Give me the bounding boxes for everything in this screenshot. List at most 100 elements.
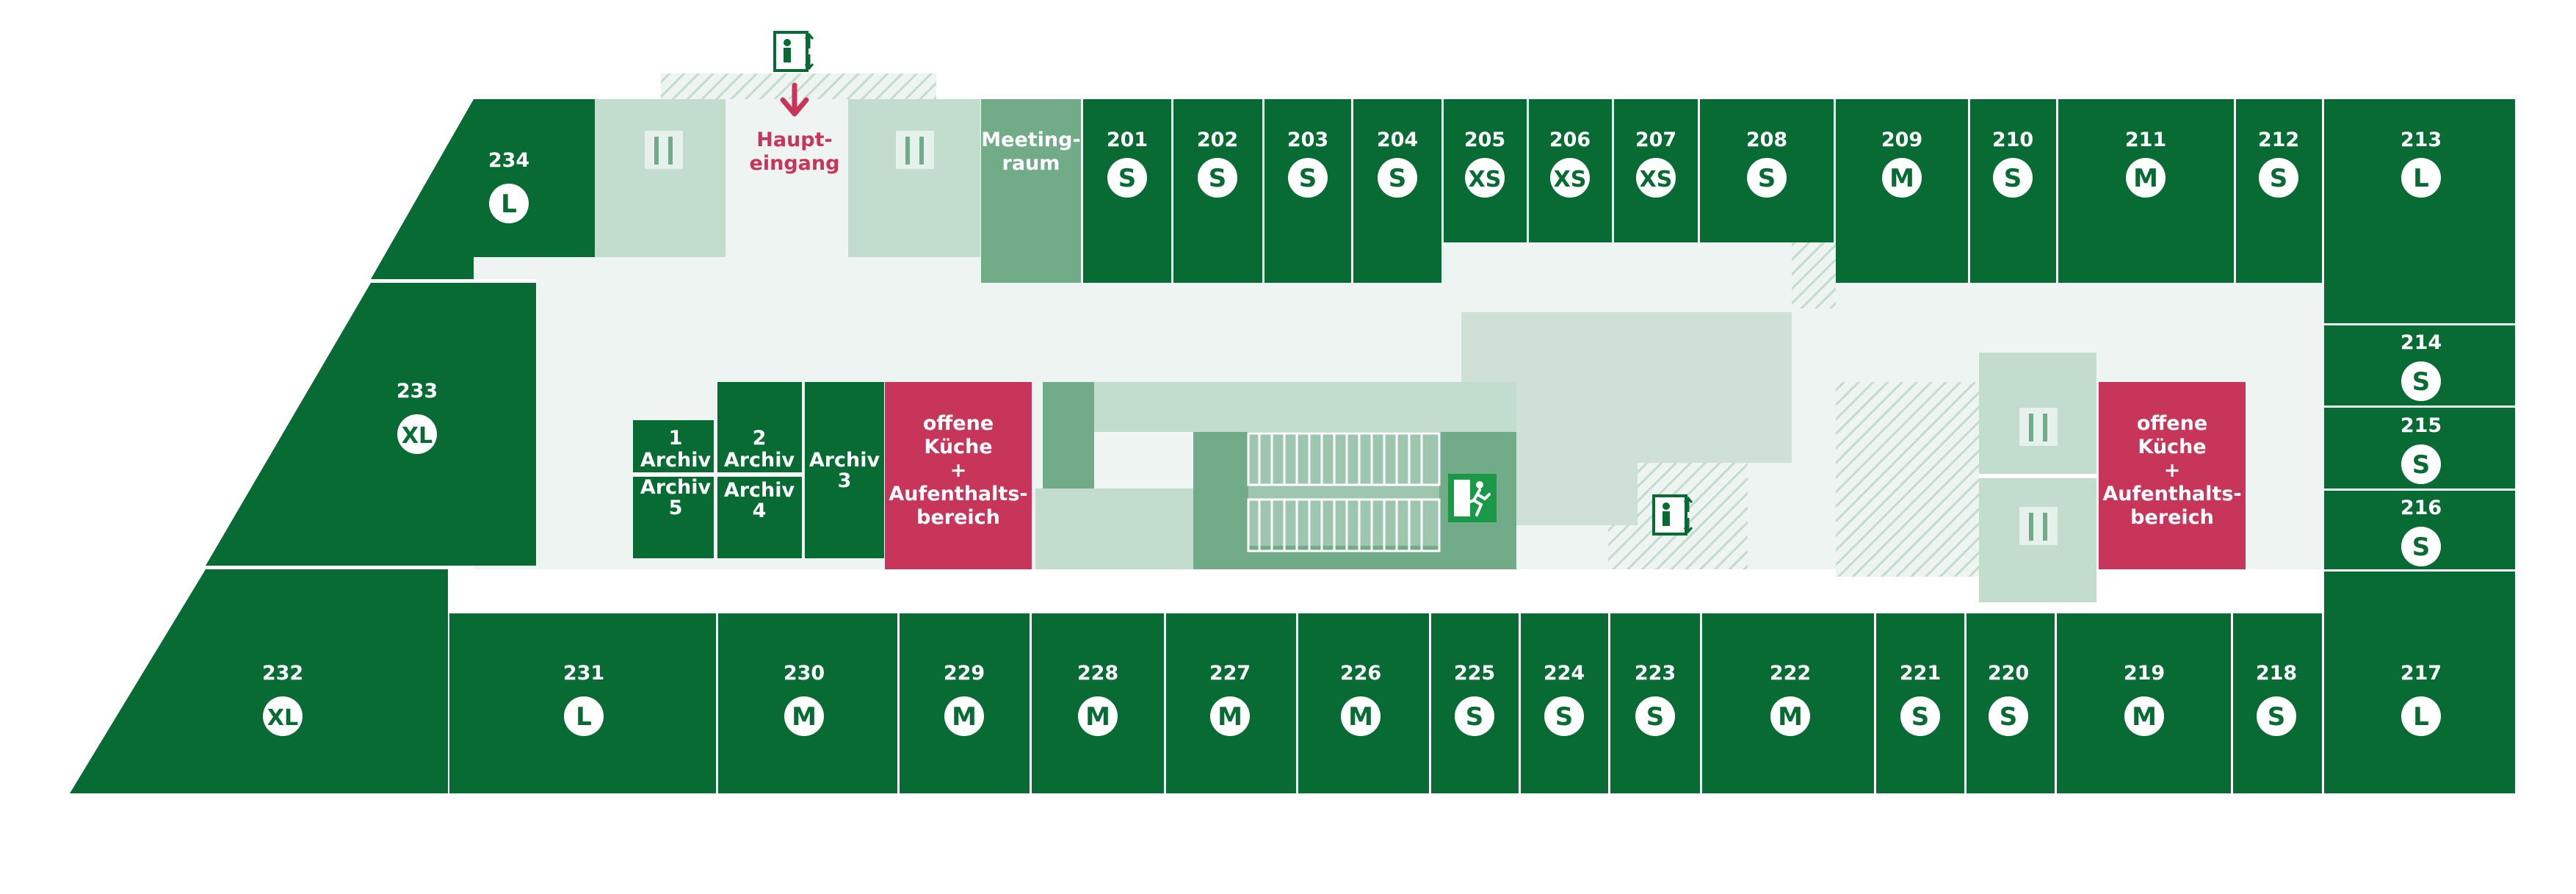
size-badge (1465, 158, 1505, 198)
size-badge (1210, 696, 1250, 736)
room-number: 204 (1377, 129, 1418, 151)
size-badge (1882, 158, 1922, 198)
room-number: 225 (1454, 662, 1495, 685)
size-badge (1378, 158, 1417, 198)
room-number: 201 (1107, 129, 1148, 151)
archive-3-label: Archiv (809, 449, 880, 472)
room-shape (206, 283, 536, 566)
size-label: L (2413, 164, 2429, 193)
room-number: 233 (397, 380, 438, 403)
size-badge (2124, 696, 2164, 736)
room-number: 217 (2400, 662, 2442, 685)
archive-2-label: Archiv (724, 449, 795, 472)
restroom-icon (2019, 507, 2058, 545)
room-number: 205 (1464, 129, 1505, 151)
size-label: S (1209, 164, 1227, 193)
size-label: XS (1469, 167, 1502, 192)
entrance-hatch (661, 73, 936, 99)
size-badge (2259, 158, 2298, 198)
size-label: XL (402, 423, 433, 449)
room-number: 230 (784, 662, 825, 685)
size-label: L (2413, 702, 2429, 732)
kitchen-right-line4: Aufenthalts- (2102, 483, 2241, 505)
room-number: 203 (1287, 129, 1328, 151)
size-badge (1550, 158, 1590, 198)
size-label: S (2412, 367, 2431, 397)
size-label: S (1299, 164, 1317, 193)
elevator-icon (1652, 494, 1693, 536)
size-badge (1078, 696, 1118, 736)
archive-1-num: 1 (669, 427, 683, 450)
staircase (1247, 432, 1441, 552)
size-badge (2401, 158, 2441, 198)
room-number: 219 (2124, 662, 2165, 685)
size-badge (1341, 696, 1381, 736)
size-label: XS (1640, 167, 1673, 192)
kitchen-left-line4: Aufenthalts- (889, 483, 1027, 505)
size-badge (1107, 158, 1147, 198)
room-number: 221 (1900, 662, 1941, 685)
size-label: M (952, 702, 977, 732)
size-badge (1198, 158, 1237, 198)
hatch-area (1792, 239, 1836, 309)
size-badge (1455, 696, 1494, 736)
size-badge (1989, 696, 2028, 736)
size-badge (1288, 158, 1328, 198)
size-badge (1770, 696, 1810, 736)
size-label: M (1348, 702, 1373, 732)
size-badge (784, 696, 824, 736)
size-label: L (576, 702, 592, 732)
room-number: 223 (1635, 662, 1676, 685)
emergency-exit-icon (1448, 474, 1497, 522)
room-number: 209 (1881, 129, 1922, 151)
room-number: 206 (1549, 129, 1591, 151)
kitchen-right (2099, 382, 2246, 569)
size-badge (2401, 696, 2441, 736)
size-label: S (1466, 702, 1484, 732)
size-badge (2401, 361, 2441, 401)
archive-3-num: 3 (838, 469, 852, 492)
room-number: 202 (1197, 129, 1238, 151)
size-label: M (1085, 702, 1110, 732)
size-badge (564, 696, 604, 736)
kitchen-right-line5: bereich (2130, 506, 2214, 529)
size-label: XS (1554, 167, 1587, 192)
size-label: M (792, 702, 817, 732)
size-label: S (2412, 533, 2431, 562)
